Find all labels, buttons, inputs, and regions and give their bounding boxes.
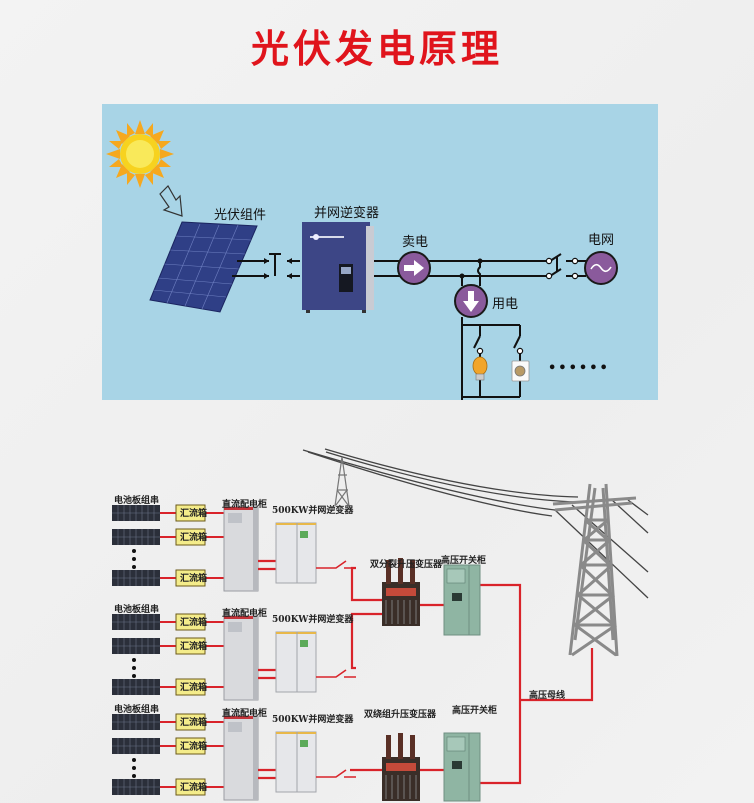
page-title: 光伏发电原理 bbox=[250, 27, 503, 71]
panel-string-label: 电池板组串 bbox=[114, 705, 160, 715]
inverter-500kw-label: 500KW并网逆变器 bbox=[272, 615, 354, 625]
light-bulb-icon bbox=[472, 356, 488, 381]
combiner-box bbox=[175, 504, 206, 522]
500kw-inverter-icon bbox=[275, 631, 317, 693]
combiner-box bbox=[175, 778, 206, 796]
pv-array-row bbox=[112, 713, 356, 801]
combiner-box-label: 汇流箱 bbox=[180, 642, 208, 652]
pv-panel-string-icon bbox=[112, 505, 160, 521]
more-loads-ellipsis: •••••• bbox=[548, 361, 610, 376]
combiner-box bbox=[175, 737, 206, 755]
combiner-box-label: 汇流箱 bbox=[180, 533, 208, 543]
ellipsis-dot bbox=[132, 674, 136, 678]
combiner-box-label: 汇流箱 bbox=[180, 718, 208, 728]
ellipsis-dot bbox=[132, 758, 136, 762]
grid-inverter-icon bbox=[302, 222, 374, 313]
sun-icon bbox=[106, 120, 174, 188]
ellipsis-dot bbox=[132, 766, 136, 770]
pv-principle-diagram: 光伏组件 并网逆变器 卖电 用电 电网 •••••• bbox=[102, 104, 658, 400]
pv-panel-string-icon bbox=[112, 779, 160, 795]
combiner-box bbox=[175, 569, 206, 587]
pv-panel-string-icon bbox=[112, 638, 160, 654]
pv-panel-string-icon bbox=[112, 614, 160, 630]
ellipsis-dot bbox=[132, 549, 136, 553]
combiner-box-label: 汇流箱 bbox=[180, 783, 208, 793]
small-transmission-tower-icon bbox=[334, 456, 350, 507]
dc-distribution-cabinet-icon bbox=[223, 506, 259, 592]
dc-cabinet-label: 直流配电柜 bbox=[222, 500, 268, 510]
inverter-500kw-label: 500KW并网逆变器 bbox=[272, 715, 354, 725]
transformer-1-label: 双分裂升压变压器 bbox=[370, 560, 443, 570]
pv-panel-string-icon bbox=[112, 679, 160, 695]
dc-disconnect-switch-icon bbox=[264, 258, 292, 279]
large-transmission-tower-icon bbox=[552, 483, 637, 657]
sunlight-arrow-icon bbox=[159, 185, 183, 217]
combiner-box bbox=[175, 678, 206, 696]
combiner-box bbox=[175, 713, 206, 731]
grid-ac-source-icon bbox=[578, 251, 618, 285]
500kw-inverter-icon bbox=[275, 522, 317, 584]
combiner-box-label: 汇流箱 bbox=[180, 574, 208, 584]
ellipsis-dot bbox=[132, 565, 136, 569]
hv-busbar-label: 高压母线 bbox=[529, 691, 566, 701]
switchgear-1-label: 高压开关柜 bbox=[441, 556, 487, 566]
combiner-box bbox=[175, 528, 206, 546]
combiner-box-label: 汇流箱 bbox=[180, 509, 208, 519]
pv-panel-string-icon bbox=[112, 529, 160, 545]
ellipsis-dot bbox=[132, 666, 136, 670]
dc-distribution-cabinet-icon bbox=[223, 715, 259, 801]
switchgear-2-label: 高压开关柜 bbox=[452, 706, 498, 716]
panel-string-label: 电池板组串 bbox=[114, 605, 160, 615]
step-up-transformer-1-icon bbox=[382, 558, 420, 626]
solar-panel-icon bbox=[149, 221, 258, 313]
washing-machine-icon bbox=[511, 360, 530, 382]
dc-distribution-cabinet-icon bbox=[223, 615, 259, 701]
pv-array-row bbox=[112, 504, 356, 592]
500kw-inverter-icon bbox=[275, 731, 317, 793]
ellipsis-dot bbox=[132, 658, 136, 662]
combiner-box-label: 汇流箱 bbox=[180, 618, 208, 628]
pv-panel-string-icon bbox=[112, 570, 160, 586]
inverter-500kw-label: 500KW并网逆变器 bbox=[272, 506, 354, 516]
grid-inverter-label: 并网逆变器 bbox=[314, 206, 380, 221]
grid-label: 电网 bbox=[588, 233, 615, 248]
ellipsis-dot bbox=[132, 557, 136, 561]
panel-string-label: 电池板组串 bbox=[114, 496, 160, 506]
pv-panel-string-icon bbox=[112, 714, 160, 730]
combiner-box-label: 汇流箱 bbox=[180, 742, 208, 752]
hv-switchgear-2-icon bbox=[443, 732, 481, 802]
transformer-2-label: 双绕组升压变压器 bbox=[364, 710, 437, 720]
pv-module-label: 光伏组件 bbox=[214, 208, 267, 223]
pv-principle-wiring bbox=[106, 120, 618, 400]
consumption-meter-icon bbox=[454, 284, 488, 318]
sell-meter-icon bbox=[397, 251, 431, 285]
dc-cabinet-label: 直流配电柜 bbox=[222, 709, 268, 719]
combiner-box bbox=[175, 613, 206, 631]
pv-panel-string-icon bbox=[112, 738, 160, 754]
combiner-box bbox=[175, 637, 206, 655]
combiner-box-label: 汇流箱 bbox=[180, 683, 208, 693]
sell-electricity-label: 卖电 bbox=[402, 235, 429, 250]
step-up-transformer-2-icon bbox=[382, 733, 420, 801]
use-electricity-label: 用电 bbox=[492, 297, 519, 312]
hv-switchgear-1-icon bbox=[443, 564, 481, 636]
ellipsis-dot bbox=[132, 774, 136, 778]
dc-cabinet-label: 直流配电柜 bbox=[222, 609, 268, 619]
pv-array-row bbox=[112, 613, 356, 701]
